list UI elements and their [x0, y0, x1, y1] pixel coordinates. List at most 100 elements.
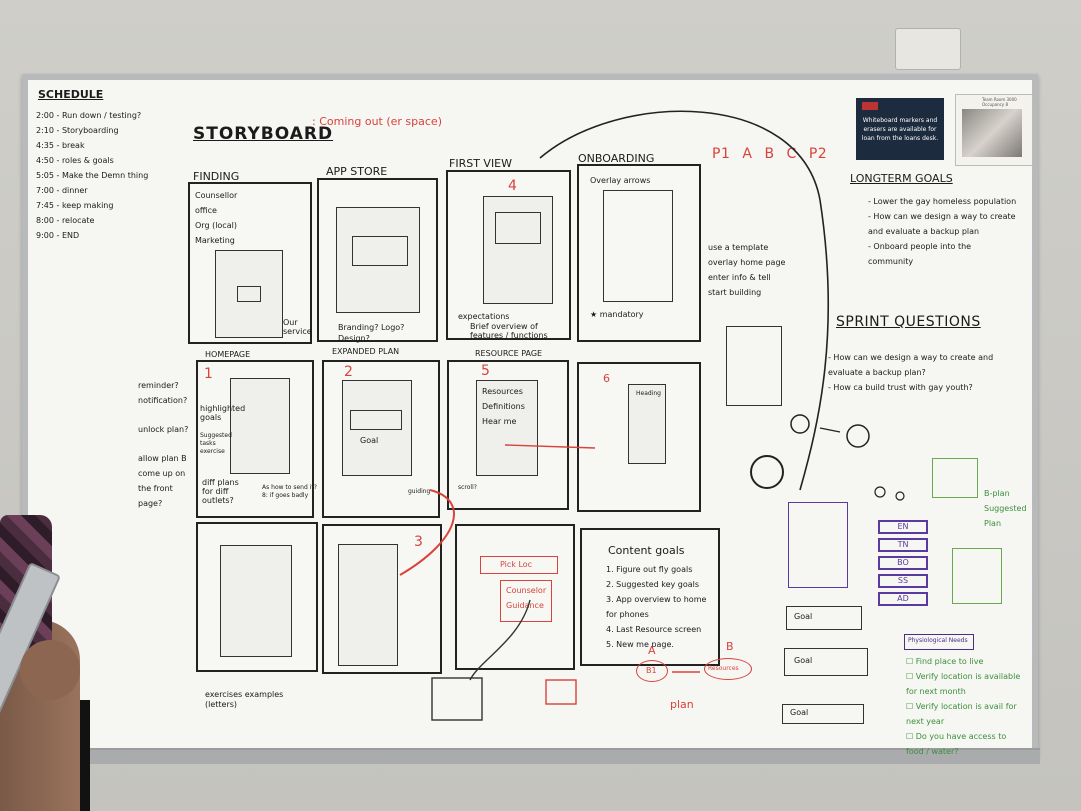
schedule-item: 2:00 - Run down / testing? — [36, 111, 142, 120]
small-sketch-1 — [431, 677, 483, 721]
person-hand — [20, 640, 80, 700]
physiological-box — [904, 634, 974, 650]
label-b: B — [726, 640, 734, 653]
mid-letter: B — [764, 146, 775, 162]
sprint-item: - How can we design a way to create and … — [828, 353, 994, 377]
resource-phone — [476, 380, 538, 476]
schedule-item: 5:05 - Make the Demn thing — [36, 171, 149, 180]
finding-image-box — [237, 286, 261, 302]
row2-heading-resource-page: RESOURCE PAGE — [475, 349, 543, 358]
finding-phone-sketch — [215, 250, 283, 338]
star-icon: ★ — [590, 310, 600, 319]
goal-label-1: Goal — [794, 612, 813, 621]
app-store-screenshots — [352, 236, 408, 266]
checklist-item: ☐ Verify location is avail for next year — [906, 702, 1017, 726]
schedule-item: 4:35 - break — [36, 141, 85, 150]
content-goal-item: 3. App overview to home for phones — [606, 595, 707, 619]
dot-icon — [874, 486, 886, 498]
label-arrow-target: Resources — [708, 665, 739, 672]
homepage-left-1: highlighted goals — [200, 404, 246, 422]
onboarding-note: Overlay arrows — [590, 176, 651, 185]
homepage-left-2: Suggested tasks exercise — [200, 432, 232, 455]
plan-label: Suggested — [984, 504, 1027, 513]
arrow-icon — [539, 110, 830, 491]
marker-tray — [60, 748, 1040, 764]
level-tag: TN — [878, 538, 928, 552]
longterm-title: LONGTERM GOALS — [850, 172, 953, 185]
expanded-number: 2 — [344, 364, 354, 380]
mid-item: use a template — [708, 243, 769, 252]
row2-col4-phone — [628, 384, 666, 464]
goal-box-2 — [784, 648, 868, 676]
homepage-right-note: As how to send it? 8: if goes badly — [262, 484, 317, 499]
b1-circle — [636, 660, 668, 682]
finding-item: Org (local) — [195, 221, 237, 230]
schedule-item: 9:00 - END — [36, 231, 80, 240]
resource-number: 5 — [481, 363, 491, 379]
pick-loc-label: Pick Loc — [500, 560, 533, 569]
goal-box-1 — [786, 606, 862, 630]
side-note: unlock plan? — [138, 425, 189, 434]
onboarding-footer: ★ mandatory — [590, 310, 644, 319]
storyboard-subtitle: : Coming out (er space) — [312, 115, 442, 128]
plan-label: Plan — [984, 519, 1002, 528]
checklist-item: ☐ Verify location is available for next … — [906, 672, 1021, 696]
checklist-item: ☐ Do you have access to food / water? — [906, 732, 1007, 756]
onboarding-overlay-box — [603, 190, 673, 302]
row3-number: 3 — [414, 534, 424, 550]
schedule-item: 7:00 - dinner — [36, 186, 88, 195]
schedule-item: 4:50 - roles & goals — [36, 156, 114, 165]
content-goal-item: 2. Suggested key goals — [606, 580, 700, 589]
small-sketch-2 — [545, 679, 577, 705]
finding-note: Our service — [283, 318, 312, 336]
resource-item: Hear me — [482, 417, 517, 426]
notice-logo — [862, 102, 878, 110]
level-tag: SS — [878, 574, 928, 588]
schedule-list: 2:00 - Run down / testing? 2:10 - Storybo… — [36, 108, 166, 243]
row2-col4-number: 6 — [603, 372, 610, 385]
sprint-item: - How ca build trust with gay youth? — [828, 383, 973, 392]
cloud-icon-2 — [846, 424, 870, 448]
goal-label-2: Goal — [794, 656, 813, 665]
mid-item: start building — [708, 288, 762, 297]
label-plan: plan — [670, 698, 694, 711]
first-view-note: Brief overview of features / functions — [470, 322, 548, 340]
physiological-title: Physiological Needs — [908, 637, 968, 644]
bubble-arrow — [819, 427, 841, 433]
side-notes: reminder? notification?unlock plan?allow… — [138, 378, 194, 525]
pick-loc-field — [480, 556, 558, 574]
col-heading-first-view: FIRST VIEW — [449, 157, 513, 170]
content-goal-item: 5. New me page. — [606, 640, 674, 649]
col-heading-onboarding: ONBOARDING — [578, 152, 655, 165]
purple-list-sketch — [788, 502, 848, 588]
expanded-phone — [342, 380, 412, 476]
longterm-item: - Onboard people into the community — [868, 242, 972, 266]
schedule-item: 2:10 - Storyboarding — [36, 126, 119, 135]
red-arrow-3 — [504, 444, 596, 449]
pick-loc-dropdown — [500, 580, 552, 622]
app-store-note: Branding? Logo? Design? — [338, 323, 405, 343]
room-photo — [962, 109, 1022, 157]
homepage-phone — [230, 378, 290, 474]
finding-item: office — [195, 206, 217, 215]
wall-outlet — [895, 28, 961, 70]
panel-content-goals — [580, 528, 720, 666]
content-goal-item: 1. Figure out fly goals — [606, 565, 693, 574]
checklist-item: ☐ Find place to live — [906, 657, 984, 666]
longterm-list: - Lower the gay homeless population- How… — [868, 194, 1018, 269]
row3-col1-note: exercises examples (letters) — [205, 690, 284, 709]
mid-letter: A — [742, 146, 753, 162]
col-heading-finding: FINDING — [193, 170, 240, 183]
mid-item: enter info & tell — [708, 273, 771, 282]
loan-notice: Whiteboard markers and erasers are avail… — [856, 98, 944, 160]
circle-icon — [750, 455, 784, 489]
down-arrow — [469, 599, 531, 681]
finding-item: Counsellor — [195, 191, 238, 200]
mid-letter: P1 — [712, 146, 731, 162]
